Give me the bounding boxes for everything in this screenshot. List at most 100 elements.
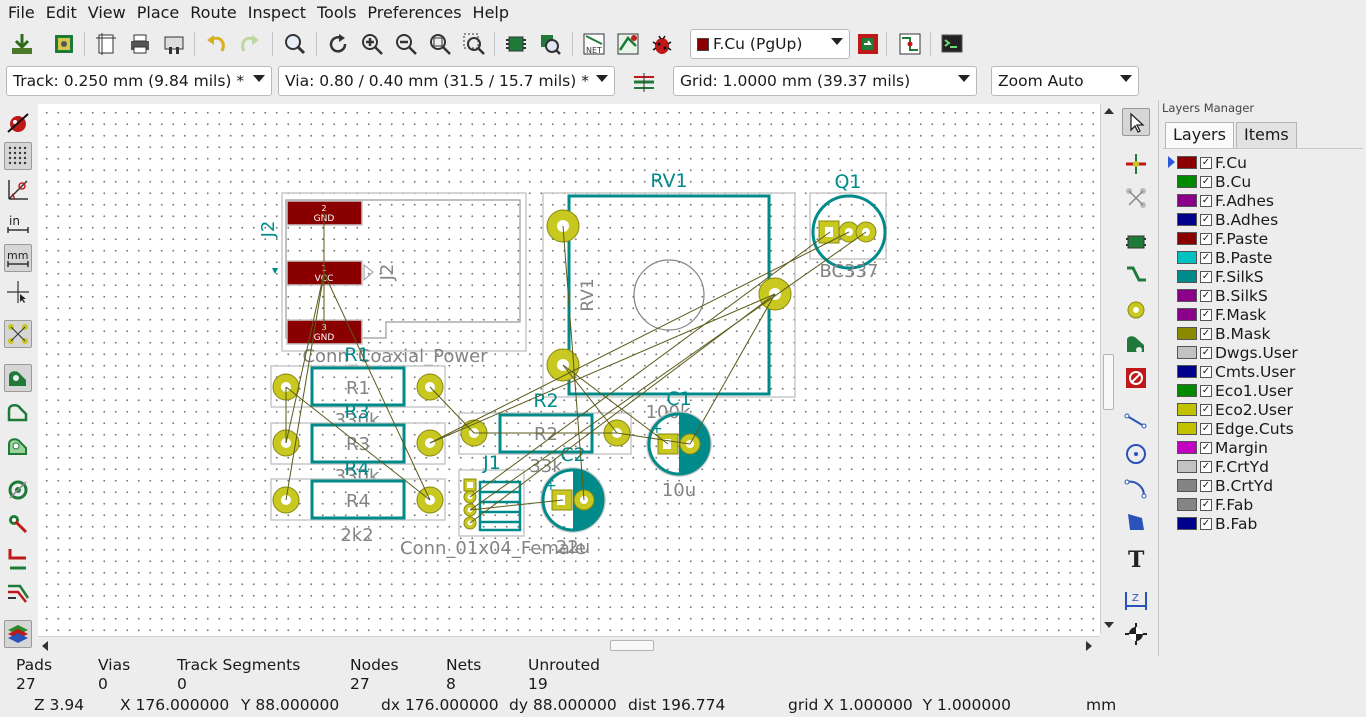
layer-color-swatch[interactable] xyxy=(1177,213,1197,226)
high-contrast-icon[interactable] xyxy=(4,578,32,606)
tab-items[interactable]: Items xyxy=(1236,122,1297,148)
footprint-rv1[interactable]: RV1 RV1 100k xyxy=(542,170,796,423)
zones-fill-icon[interactable] xyxy=(4,364,32,392)
tracks-sketch-icon[interactable] xyxy=(4,544,32,572)
autoroute-icon[interactable] xyxy=(896,30,924,58)
track-width-select[interactable]: Track: 0.250 mm (9.84 mils) * xyxy=(6,66,272,96)
drc-marker-icon[interactable] xyxy=(4,108,32,136)
redo-icon[interactable] xyxy=(236,30,264,58)
menu-file[interactable]: File xyxy=(8,3,35,22)
update-pcb-icon[interactable] xyxy=(614,30,642,58)
menu-route[interactable]: Route xyxy=(190,3,237,22)
pcb-canvas[interactable]: 2 GND 1 VCC 3 GND J2 J2 Conn_Coaxial_Pow… xyxy=(38,104,1100,636)
footprint-editor-icon[interactable] xyxy=(502,30,530,58)
layer-visibility-checkbox[interactable]: ✓ xyxy=(1200,213,1212,226)
layer-color-swatch[interactable] xyxy=(1177,460,1197,473)
layer-row[interactable]: ✓F.Mask xyxy=(1163,305,1361,324)
layer-visibility-checkbox[interactable]: ✓ xyxy=(1200,365,1212,378)
layer-color-swatch[interactable] xyxy=(1177,365,1197,378)
layer-color-swatch[interactable] xyxy=(1177,194,1197,207)
footprint-c1[interactable]: + C1 10u xyxy=(646,388,712,501)
scroll-up-icon[interactable] xyxy=(1104,108,1114,114)
vertical-scrollbar[interactable] xyxy=(1100,104,1116,634)
zoom-in-icon[interactable] xyxy=(358,30,386,58)
keepout-icon[interactable] xyxy=(1122,364,1150,392)
layer-color-swatch[interactable] xyxy=(1177,498,1197,511)
layer-color-swatch[interactable] xyxy=(1177,403,1197,416)
layer-row[interactable]: ✓B.Mask xyxy=(1163,324,1361,343)
plot-icon[interactable] xyxy=(160,30,188,58)
draw-arc-icon[interactable] xyxy=(1122,474,1150,502)
pads-sketch-icon[interactable] xyxy=(4,476,32,504)
layer-color-swatch[interactable] xyxy=(1177,384,1197,397)
mm-units-icon[interactable]: mm xyxy=(4,244,32,272)
grid-select[interactable]: Grid: 1.0000 mm (39.37 mils) xyxy=(673,66,977,96)
draw-circle-icon[interactable] xyxy=(1122,440,1150,468)
add-via-icon[interactable] xyxy=(1122,296,1150,324)
add-text-icon[interactable]: T xyxy=(1122,544,1150,572)
layer-visibility-checkbox[interactable]: ✓ xyxy=(1200,517,1212,530)
scroll-left-icon[interactable] xyxy=(42,641,48,651)
layer-row[interactable]: ✓F.SilkS xyxy=(1163,267,1361,286)
layer-row[interactable]: ✓Edge.Cuts xyxy=(1163,419,1361,438)
print-icon[interactable] xyxy=(126,30,154,58)
draw-polygon-icon[interactable] xyxy=(1122,508,1150,536)
layer-row[interactable]: ✓F.CrtYd xyxy=(1163,457,1361,476)
layer-row[interactable]: ✓Cmts.User xyxy=(1163,362,1361,381)
layer-alignment-target-icon[interactable] xyxy=(1122,620,1150,648)
layer-row[interactable]: ✓B.SilkS xyxy=(1163,286,1361,305)
layer-visibility-checkbox[interactable]: ✓ xyxy=(1200,232,1212,245)
drc-bug-icon[interactable] xyxy=(648,30,676,58)
layer-visibility-checkbox[interactable]: ✓ xyxy=(1200,289,1212,302)
footprint-q1[interactable]: Q1 BC337 xyxy=(809,171,887,282)
layer-color-swatch[interactable] xyxy=(1177,232,1197,245)
page-settings-icon[interactable] xyxy=(92,30,120,58)
layer-visibility-checkbox[interactable]: ✓ xyxy=(1200,479,1212,492)
layer-visibility-checkbox[interactable]: ✓ xyxy=(1200,251,1212,264)
layer-row[interactable]: ✓B.Fab xyxy=(1163,514,1361,533)
layer-visibility-checkbox[interactable]: ✓ xyxy=(1200,175,1212,188)
layer-color-swatch[interactable] xyxy=(1177,289,1197,302)
add-footprint-icon[interactable] xyxy=(1122,228,1150,256)
layer-pair-icon[interactable] xyxy=(854,30,882,58)
footprint-j2[interactable]: 2 GND 1 VCC 3 GND J2 J2 Conn_Coaxial_Pow… xyxy=(258,192,527,367)
dimension-icon[interactable]: Z xyxy=(1122,586,1150,614)
layer-color-swatch[interactable] xyxy=(1177,441,1197,454)
scroll-right-icon[interactable] xyxy=(1086,641,1092,651)
cursor-shape-icon[interactable] xyxy=(4,278,32,306)
layer-row[interactable]: ✓Eco1.User xyxy=(1163,381,1361,400)
layer-color-swatch[interactable] xyxy=(1177,175,1197,188)
route-track-icon[interactable] xyxy=(1122,262,1150,290)
menu-view[interactable]: View xyxy=(87,3,126,22)
via-size-select[interactable]: Via: 0.80 / 0.40 mm (31.5 / 15.7 mils) * xyxy=(278,66,615,96)
draw-line-icon[interactable] xyxy=(1122,406,1150,434)
layers-manager-icon[interactable] xyxy=(4,620,32,648)
add-zone-icon[interactable] xyxy=(1122,330,1150,358)
highlight-net-icon[interactable] xyxy=(1122,150,1150,178)
auto-track-width-icon[interactable] xyxy=(630,68,658,96)
inch-units-icon[interactable]: in xyxy=(4,210,32,238)
netlist-icon[interactable]: NET xyxy=(580,30,608,58)
layer-row[interactable]: ✓Margin xyxy=(1163,438,1361,457)
zoom-out-icon[interactable] xyxy=(392,30,420,58)
layer-row[interactable]: ✓F.Adhes xyxy=(1163,191,1361,210)
menu-place[interactable]: Place xyxy=(136,3,180,22)
layer-row[interactable]: ✓F.Fab xyxy=(1163,495,1361,514)
layer-color-swatch[interactable] xyxy=(1177,156,1197,169)
zones-outline-icon[interactable] xyxy=(4,398,32,426)
footprint-browser-icon[interactable] xyxy=(536,30,564,58)
menu-inspect[interactable]: Inspect xyxy=(247,3,306,22)
save-board-icon[interactable] xyxy=(8,30,36,58)
polar-coords-icon[interactable] xyxy=(4,176,32,204)
scroll-down-icon[interactable] xyxy=(1104,622,1114,628)
ratsnest-icon[interactable] xyxy=(4,320,32,348)
active-layer-select[interactable]: F.Cu (PgUp) xyxy=(690,29,850,59)
layer-visibility-checkbox[interactable]: ✓ xyxy=(1200,384,1212,397)
select-arrow-icon[interactable] xyxy=(1122,108,1150,136)
scroll-thumb[interactable] xyxy=(610,640,654,651)
footprint-c2[interactable]: + C2 22u xyxy=(540,444,606,558)
layer-row[interactable]: ✓Dwgs.User xyxy=(1163,343,1361,362)
zoom-selection-icon[interactable] xyxy=(460,30,488,58)
layer-row[interactable]: ✓B.Cu xyxy=(1163,172,1361,191)
scroll-thumb[interactable] xyxy=(1103,354,1114,410)
